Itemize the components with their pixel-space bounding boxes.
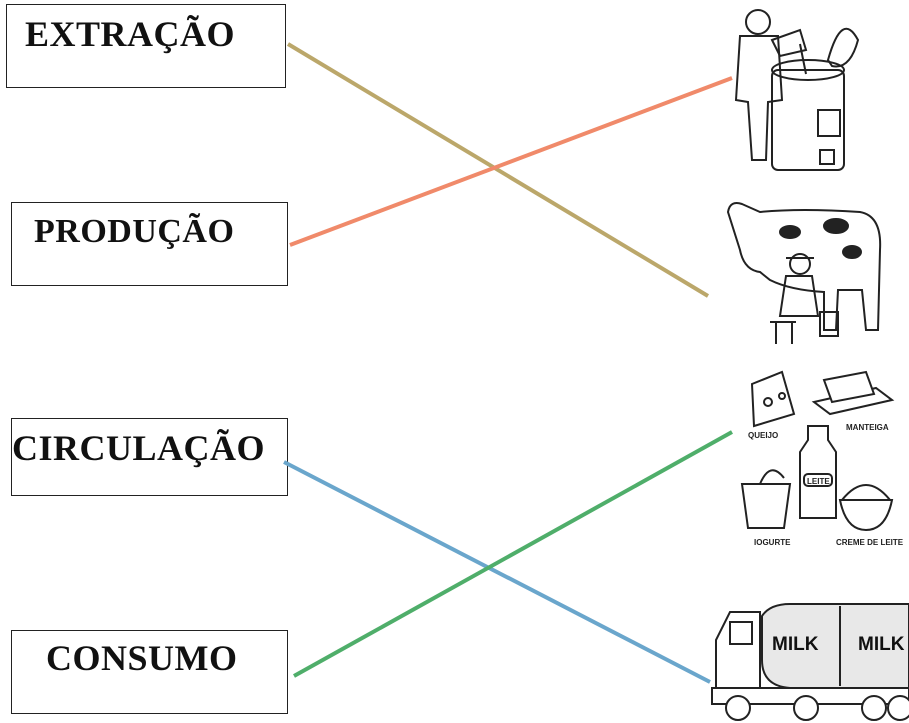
tank-valve: [819, 149, 835, 165]
connector-consumo: [293, 430, 733, 678]
worker-body: [734, 35, 784, 161]
processing-tank: [771, 69, 845, 171]
term-box-circulacao: CIRCULAÇÃO: [11, 418, 288, 496]
term-box-consumo: CONSUMO: [11, 630, 288, 714]
yogurt-cup-icon: [740, 483, 792, 529]
milk-bucket: [819, 311, 839, 337]
tank-top: [771, 59, 845, 81]
term-producao: PRODUÇÃO: [34, 213, 235, 250]
tank-label-left: MILK: [772, 634, 819, 655]
truck-wheel: [793, 695, 819, 721]
cab-window: [729, 621, 753, 645]
dairy-products-picture: QUEIJO MANTEIGA LEITE IOGURTE CREME DE L…: [740, 370, 904, 547]
cream-bowl: [838, 499, 894, 532]
worker-arm: [770, 28, 808, 58]
label-iogurte: IOGURTE: [754, 538, 791, 547]
term-circulacao: CIRCULAÇÃO: [12, 428, 266, 468]
truck-wheel: [725, 695, 751, 721]
term-consumo: CONSUMO: [46, 638, 238, 678]
term-box-extracao: EXTRAÇÃO: [6, 4, 286, 88]
cow-body: [726, 202, 882, 331]
yogurt-spoon: [759, 469, 785, 485]
cheese-hole: [763, 397, 773, 407]
cow-spot: [779, 225, 801, 239]
connector-circulacao: [283, 460, 711, 684]
cheese-icon: [750, 370, 796, 428]
cream-icon: [839, 484, 893, 501]
label-leite: LEITE: [807, 477, 830, 486]
connector-producao: [289, 76, 733, 247]
cow-spot: [842, 245, 862, 259]
label-manteiga: MANTEIGA: [846, 423, 889, 432]
worker-head: [745, 9, 771, 35]
cheese-hole: [778, 392, 786, 400]
farmer-head: [789, 253, 811, 275]
milking-stool: [770, 321, 796, 344]
connector-extracao: [286, 42, 710, 298]
pouring-milk: [799, 43, 807, 75]
tank-lid: [826, 27, 860, 68]
term-box-producao: PRODUÇÃO: [11, 202, 288, 286]
truck-wheel: [887, 695, 909, 721]
tanker-tank: [761, 603, 909, 689]
milk-bottle-icon: [799, 425, 837, 519]
label-creme-de-leite: CREME DE LEITE: [836, 538, 904, 547]
farmer-body: [778, 275, 820, 317]
tank-control-panel: [817, 109, 841, 137]
milk-bottle-label: [803, 473, 833, 487]
milk-tanker-picture: MILK MILK: [711, 603, 909, 721]
butter-block: [822, 370, 876, 404]
milk-processing-picture: [734, 9, 860, 171]
milking-cow-picture: [726, 202, 882, 344]
label-queijo: QUEIJO: [748, 431, 778, 440]
term-extracao: EXTRAÇÃO: [25, 14, 236, 54]
truck-wheel: [861, 695, 887, 721]
cow-spot: [823, 218, 849, 234]
tank-label-right: MILK: [858, 634, 905, 655]
